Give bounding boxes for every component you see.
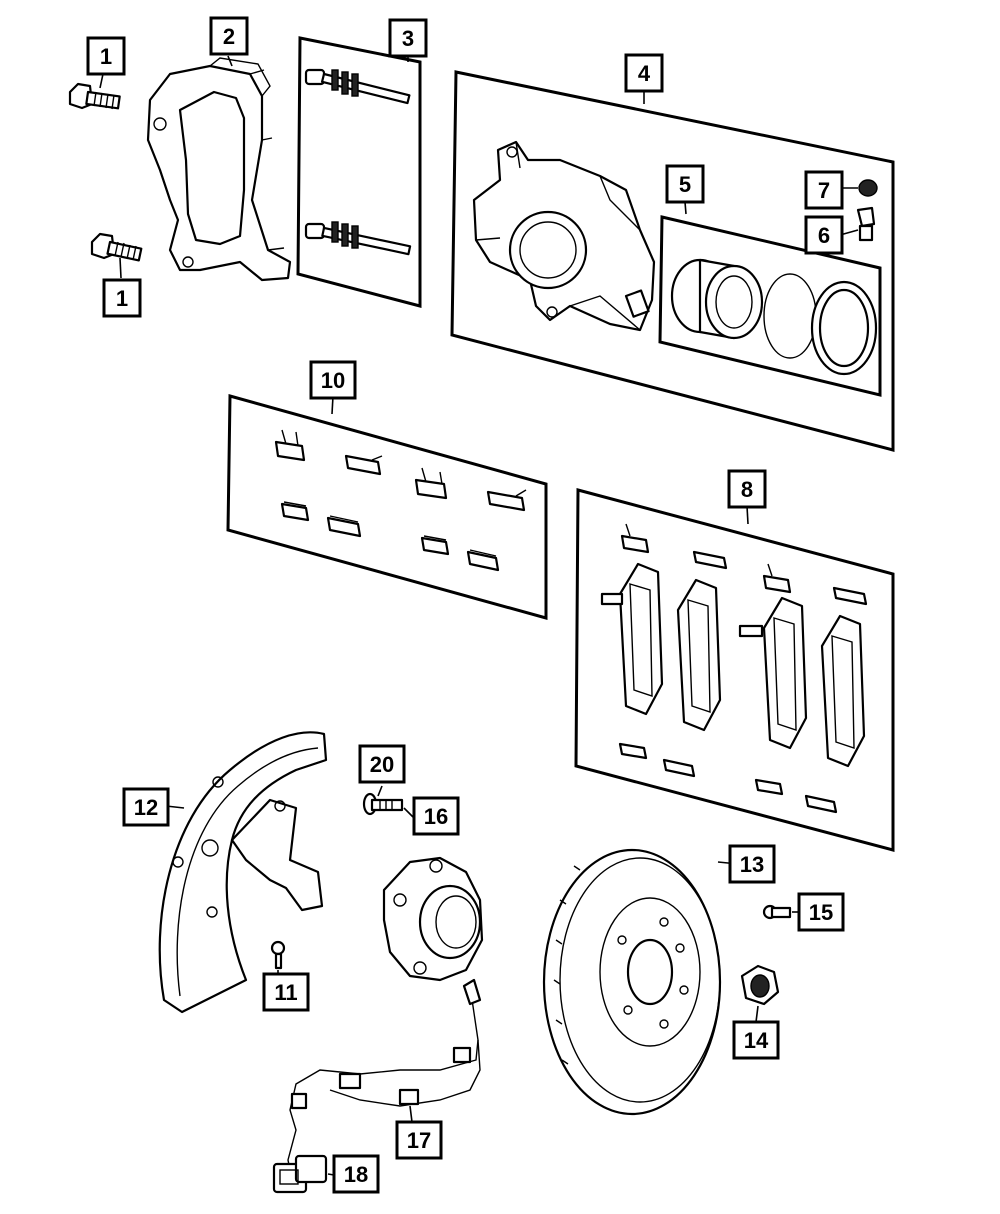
guide-pin-upper: [304, 68, 411, 105]
svg-text:8: 8: [741, 477, 753, 502]
guide-pin-lower: [304, 221, 412, 256]
callout-17: 17: [395, 1120, 443, 1160]
svg-text:2: 2: [223, 24, 235, 49]
piston-seal: [810, 280, 878, 376]
callout-18: 18: [332, 1154, 380, 1194]
callout-5: 5: [665, 164, 705, 204]
callout-16: 16: [412, 796, 460, 836]
callout-11: 11: [262, 972, 310, 1012]
brake-rotor: [542, 848, 722, 1116]
callout-12: 12: [122, 787, 170, 827]
svg-text:18: 18: [344, 1162, 368, 1187]
caliper-bracket-bolt-lower: [90, 232, 143, 262]
svg-text:5: 5: [679, 172, 691, 197]
callout-15: 15: [797, 892, 845, 932]
hub-nut: [740, 964, 780, 1006]
callout-2: 2: [209, 16, 249, 56]
svg-text:6: 6: [818, 223, 830, 248]
callout-13: 13: [728, 844, 776, 884]
pad-clips: [274, 429, 527, 572]
caliper-bracket: [146, 57, 292, 282]
rotor-screw: [762, 904, 792, 920]
bleeder-screw: [856, 206, 876, 242]
callout-4: 4: [624, 53, 664, 93]
svg-text:4: 4: [638, 61, 651, 86]
caliper-piston: [670, 258, 764, 340]
wheel-stud: [362, 792, 404, 816]
svg-text:7: 7: [818, 178, 830, 203]
callout-8: 8: [727, 469, 767, 509]
svg-text:11: 11: [274, 980, 297, 1005]
callout-20: 20: [358, 744, 406, 784]
caliper-body: [472, 140, 656, 332]
callout-1-lower: 1: [102, 278, 142, 318]
callout-1-upper: 1: [86, 36, 126, 76]
svg-text:12: 12: [134, 795, 158, 820]
callout-10: 10: [309, 360, 357, 400]
brake-pads: [600, 523, 868, 814]
shield-screw: [270, 940, 286, 970]
callout-7: 7: [804, 170, 844, 210]
caliper-pin-kit-frame: [296, 36, 422, 308]
svg-text:20: 20: [370, 752, 394, 777]
sensor-connector: [272, 1154, 328, 1194]
callout-6: 6: [804, 215, 844, 255]
callout-14: 14: [732, 1020, 780, 1060]
svg-text:3: 3: [402, 26, 414, 51]
bleeder-cap: [858, 179, 878, 197]
svg-text:16: 16: [424, 804, 448, 829]
svg-text:17: 17: [407, 1128, 431, 1153]
callout-3: 3: [388, 18, 428, 58]
hub-bearing-assembly: [382, 856, 484, 982]
svg-text:1: 1: [100, 44, 112, 69]
svg-text:15: 15: [809, 900, 833, 925]
svg-text:13: 13: [740, 852, 764, 877]
pad-clip-kit-frame: [226, 394, 548, 620]
wheel-speed-sensor-harness: [287, 978, 482, 1181]
brake-dust-shield: [158, 731, 328, 1014]
svg-text:10: 10: [321, 368, 345, 393]
caliper-bracket-bolt-upper: [68, 82, 121, 110]
svg-text:14: 14: [744, 1028, 769, 1053]
svg-text:1: 1: [116, 286, 128, 311]
